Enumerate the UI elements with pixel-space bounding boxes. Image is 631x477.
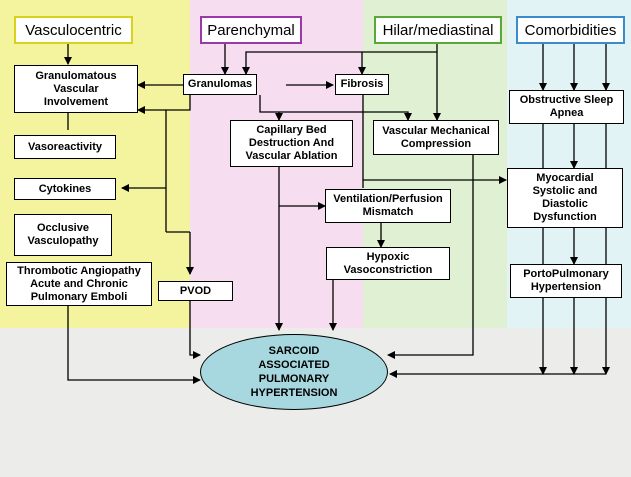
node-capillary-bed: Capillary Bed Destruction And Vascular A…	[230, 120, 353, 167]
outcome-label: SARCOID ASSOCIATED PULMONARY HYPERTENSIO…	[250, 345, 338, 399]
node-hypoxic-vasoconstriction: Hypoxic Vasoconstriction	[326, 247, 450, 280]
node-vq-mismatch: Ventilation/Perfusion Mismatch	[325, 189, 451, 223]
node-fibrosis: Fibrosis	[335, 74, 389, 95]
header-parenchymal: Parenchymal	[200, 16, 302, 44]
node-vascular-mechanical: Vascular Mechanical Compression	[373, 120, 499, 155]
node-occlusive-vasculopathy: Occlusive Vasculopathy	[14, 214, 112, 256]
outcome-sarcoid-ph: SARCOID ASSOCIATED PULMONARY HYPERTENSIO…	[200, 334, 388, 410]
node-thrombotic-angiopathy: Thrombotic Angiopathy Acute and Chronic …	[6, 262, 152, 306]
node-portopulmonary: PortoPulmonary Hypertension	[510, 264, 622, 298]
header-hilar-mediastinal: Hilar/mediastinal	[374, 16, 502, 44]
node-granulomas: Granulomas	[183, 74, 257, 95]
node-vasoreactivity: Vasoreactivity	[14, 135, 116, 159]
header-vasculocentric: Vasculocentric	[14, 16, 133, 44]
header-comorbidities: Comorbidities	[516, 16, 625, 44]
node-pvod: PVOD	[158, 281, 233, 301]
node-myocardial-dysfunction: Myocardial Systolic and Diastolic Dysfun…	[507, 168, 623, 228]
node-cytokines: Cytokines	[14, 178, 116, 200]
node-granulomatous-vascular: Granulomatous Vascular Involvement	[14, 65, 138, 113]
node-obstructive-sleep-apnea: Obstructive Sleep Apnea	[509, 90, 624, 124]
